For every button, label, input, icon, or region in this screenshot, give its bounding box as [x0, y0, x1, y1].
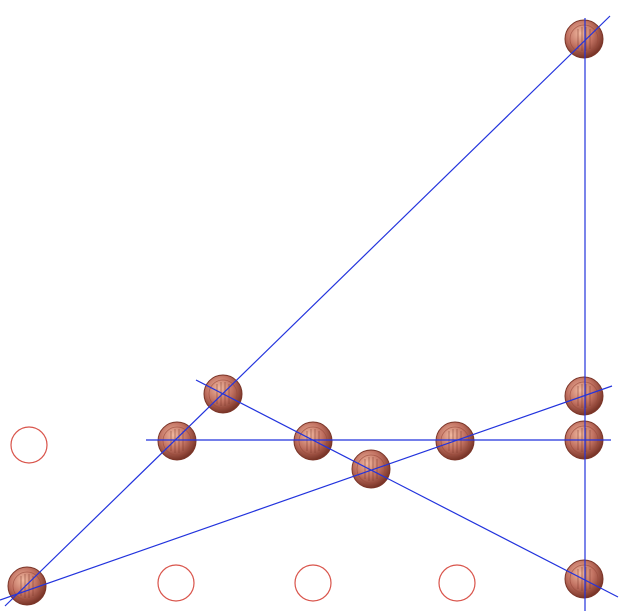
- shallow-line: [0, 385, 613, 601]
- empty-slot[interactable]: [294, 564, 332, 602]
- diagonal-line: [4, 15, 611, 607]
- empty-slot[interactable]: [10, 426, 48, 464]
- empty-slot[interactable]: [438, 564, 476, 602]
- descending-line: [195, 379, 619, 598]
- empty-slot[interactable]: [157, 564, 195, 602]
- coin[interactable]: [293, 421, 333, 461]
- coin[interactable]: [564, 19, 604, 59]
- lines: [0, 15, 619, 611]
- coin[interactable]: [157, 421, 197, 461]
- empty-slots: [10, 426, 476, 602]
- coin[interactable]: [351, 449, 391, 489]
